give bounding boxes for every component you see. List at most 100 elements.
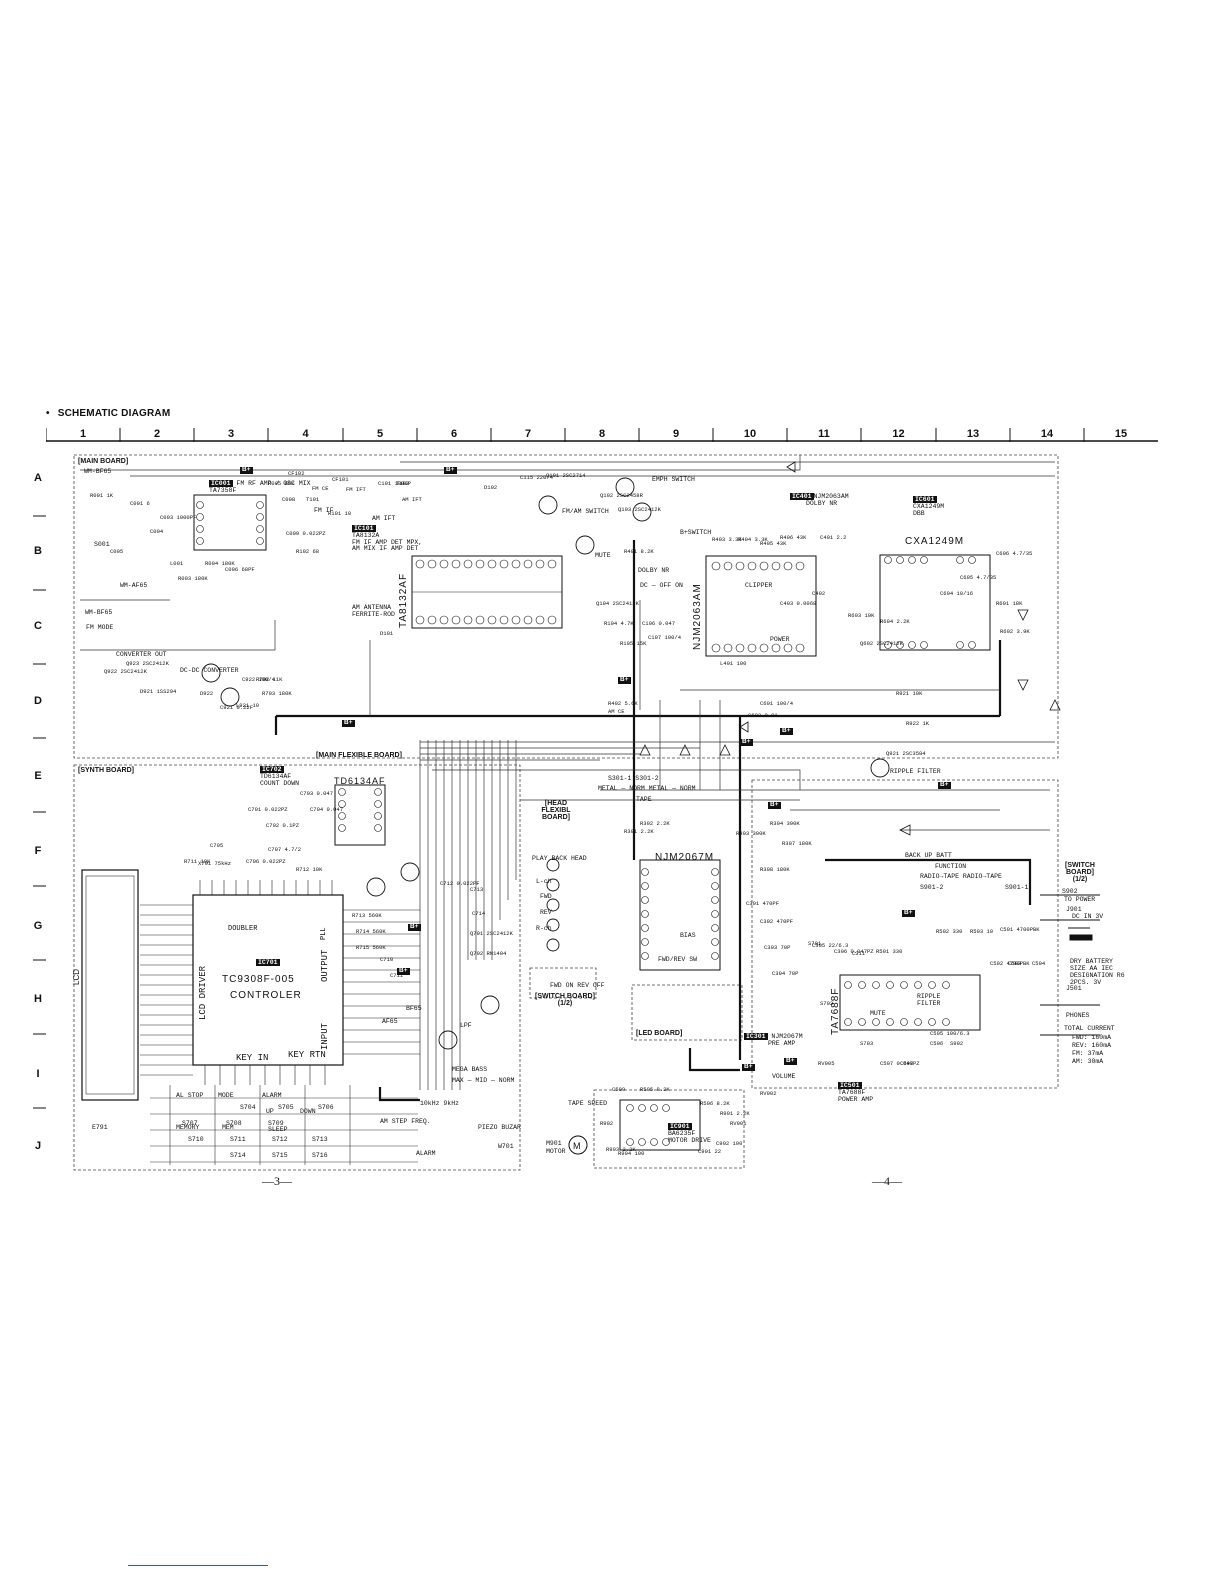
label-alarm: ALARM — [416, 1150, 436, 1157]
component-designator: C604 10/16 — [940, 590, 974, 597]
label-max-mid-norm: MAX — MID — NORM — [452, 1077, 515, 1084]
label-function: FUNCTION — [935, 863, 967, 870]
page-title: •SCHEMATIC DIAGRAM — [46, 408, 170, 419]
column-3: 3 — [227, 428, 235, 440]
component-designator: R304 390K — [770, 820, 800, 827]
key-s707: S707 — [182, 1120, 198, 1127]
component-designator: R903 2.2K — [606, 1146, 636, 1153]
ic101-name: TA8132A — [352, 531, 380, 539]
bplus-marker-8: B+ — [902, 909, 915, 917]
component-designator: R713 560K — [352, 912, 382, 919]
label-s901-2: S901-2 — [920, 884, 944, 891]
footer-rule — [128, 1565, 268, 1566]
switch-board-right-label: [SWITCH BOARD] (1/2) — [1065, 862, 1095, 883]
column-15: 15 — [1114, 428, 1128, 440]
page-number-right: —4— — [872, 1174, 902, 1188]
component-designator: C506 — [930, 1040, 944, 1047]
ic501-label: IC501 TA7688F POWER AMP — [838, 1082, 873, 1103]
component-designator: C001 6 — [130, 500, 150, 507]
label-af65: AF65 — [382, 1018, 398, 1025]
label-current-rev: REV: 160mA — [1072, 1042, 1112, 1049]
component-designator: R712 10K — [296, 866, 323, 873]
component-designator: RV905 — [818, 1060, 835, 1067]
component-designator: C501 4700PBK — [1000, 926, 1040, 933]
label-s902: S902 — [1062, 888, 1078, 895]
component-designator: C509 — [612, 1086, 626, 1093]
component-designator: C706 0.022PZ — [246, 858, 286, 865]
component-designator: C004 — [150, 528, 164, 535]
component-designator: L921 10 — [236, 702, 260, 709]
column-2: 2 — [153, 428, 161, 440]
component-designator: R404 3.3K — [738, 536, 768, 543]
component-designator: C702 0.1PZ — [266, 822, 300, 829]
component-designator: C921 0.22F — [220, 704, 254, 711]
component-designator: C304 70P — [772, 970, 799, 977]
key-sleep: SLEEP — [268, 1126, 288, 1133]
component-designator: R406 43K — [780, 534, 807, 541]
component-designator: C901 22 — [698, 1148, 722, 1155]
column-11: 11 — [818, 428, 830, 440]
column-6: 6 — [450, 428, 458, 440]
key-mode: MODE — [218, 1092, 234, 1099]
component-designator: C311 — [852, 950, 866, 957]
label-w701: W701 — [498, 1143, 514, 1150]
ic101-label: IC101 TA8132A FM IF AMP DET MPX, AM MIX … — [352, 525, 432, 553]
component-designator: R401 8.2K — [624, 548, 654, 555]
ic701-label: IC701 — [256, 959, 280, 967]
component-designator: R901 2.2K — [720, 1110, 750, 1117]
bplus-marker-9: B+ — [408, 923, 421, 931]
label-mute-block: MUTE — [870, 1010, 886, 1017]
component-designator: T102 — [396, 480, 410, 487]
component-designator: C306 0.047PZ — [834, 948, 874, 955]
head-flexible-board-label: [HEAD FLEXIBL BOARD] — [541, 800, 571, 821]
bplus-marker-6: B+ — [768, 801, 781, 809]
component-designator: C503 — [1008, 960, 1022, 967]
label-power: POWER — [770, 636, 790, 643]
chip-output: OUTPUT — [320, 949, 330, 982]
ic101-desc: FM IF AMP DET MPX, AM MIX IF AMP DET — [352, 538, 423, 553]
label-e791: E791 — [92, 1124, 108, 1131]
component-designator: R715 560K — [356, 944, 386, 951]
chip-cxa1249m: CXA1249M — [905, 536, 965, 547]
component-designator: R003 180K — [178, 575, 208, 582]
ic401-ref: IC401 — [790, 493, 814, 500]
key-s710: S710 — [188, 1136, 204, 1143]
component-designator: R603 10K — [848, 612, 875, 619]
row-b: B — [34, 545, 42, 557]
label-radio-tape: RADIO→TAPE RADIO→TAPE — [920, 873, 1002, 880]
led-board-label: [LED BOARD] — [636, 1030, 683, 1037]
label-total-current: TOTAL CURRENT — [1064, 1025, 1115, 1032]
component-designator: R101 10 — [328, 510, 352, 517]
label-fm-if: FM IF — [314, 507, 334, 514]
component-designator: RV901 — [730, 1120, 747, 1127]
component-designator: D102 — [484, 484, 498, 491]
main-board-label: [MAIN BOARD] — [78, 458, 129, 465]
row-c: C — [34, 620, 42, 632]
label-bias: BIAS — [680, 932, 696, 939]
component-designator: R602 3.9K — [1000, 628, 1030, 635]
component-designator: C707 4.7/2 — [268, 846, 302, 853]
component-designator: C714 — [472, 910, 486, 917]
key-down: DOWN — [300, 1108, 316, 1115]
row-f: F — [34, 845, 42, 857]
component-designator: C902 100 — [716, 1140, 743, 1147]
row-e: E — [34, 770, 42, 782]
key-alarm: ALARM — [262, 1092, 282, 1099]
row-j: J — [34, 1140, 42, 1152]
component-designator: R714 560K — [356, 928, 386, 935]
chip-njm2063am: NJM2063AM — [692, 583, 703, 650]
ic001-name: TA7358F — [209, 486, 237, 494]
title-text: SCHEMATIC DIAGRAM — [57, 408, 171, 419]
label-l-ch: L-ch — [536, 878, 552, 885]
column-7: 7 — [524, 428, 532, 440]
component-designator: Q922 2SC2412K — [104, 668, 147, 675]
component-designator: S703 — [860, 1040, 874, 1047]
ic501-ref: IC501 — [838, 1082, 862, 1089]
label-back-up-batt: BACK UP BATT — [905, 852, 952, 859]
label-current-fwd: FWD: 160mA — [1072, 1034, 1112, 1041]
label-dolby-nr: DOLBY NR — [638, 567, 670, 574]
row-d: D — [34, 695, 42, 707]
bplus-marker-7: B+ — [938, 781, 951, 789]
